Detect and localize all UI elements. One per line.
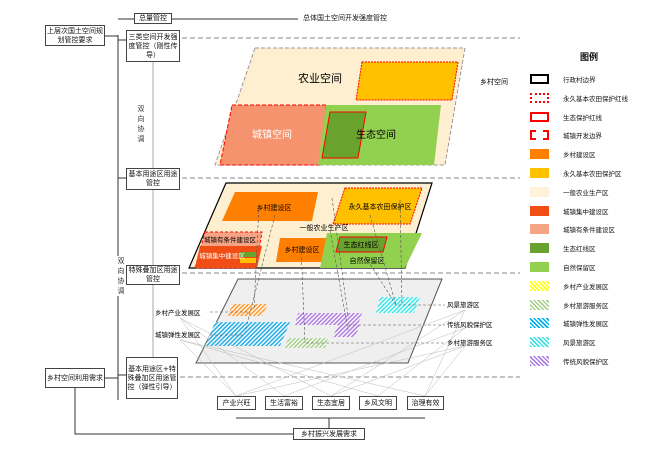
goal-box: 产业兴旺 — [217, 396, 256, 410]
legend-label: 传统风貌保护区 — [563, 358, 609, 366]
legend-swatch — [530, 111, 549, 122]
svg-text:乡村产业发展区: 乡村产业发展区 — [155, 308, 201, 317]
combined-control-box: 基本用途区+特殊叠加区用途管控（弹性引导） — [126, 357, 178, 399]
legend-label: 乡村旅游服务区 — [563, 301, 609, 310]
legend-item: 永久基本农田保护区 — [530, 168, 622, 178]
legend-label: 风景旅游区 — [563, 339, 596, 348]
legend-swatch — [530, 168, 549, 178]
legend-swatch — [530, 280, 549, 291]
legend-label: 自然保留区 — [563, 264, 596, 272]
legend-item: 城镇有条件建设区 — [530, 224, 615, 235]
svg-text:风景旅游区: 风景旅游区 — [447, 300, 480, 309]
legend-swatch — [530, 224, 549, 235]
svg-text:传统风貌保护区: 传统风貌保护区 — [447, 320, 493, 329]
svg-text:乡村建设区: 乡村建设区 — [257, 203, 292, 212]
svg-text:乡村旅游服务区: 乡村旅游服务区 — [447, 338, 493, 347]
svg-text:永久基本农田保护区: 永久基本农田保护区 — [349, 202, 412, 211]
legend-label: 一般农业生产区 — [563, 188, 609, 197]
legend-label: 乡村建设区 — [563, 151, 596, 160]
legend-item: 乡村旅游服务区 — [530, 299, 609, 310]
legend-swatch — [530, 186, 549, 197]
basic-use-box: 基本用途区用途管控 — [126, 168, 180, 190]
coord-label-2: 双向协调 — [117, 256, 125, 296]
legend-swatch — [530, 74, 549, 84]
legend-label: 城镇开发边界 — [563, 132, 602, 141]
svg-text:农业空间: 农业空间 — [298, 71, 342, 85]
legend-item: 生态红线区 — [530, 243, 596, 254]
legend-item: 风景旅游区 — [530, 337, 596, 348]
legend-swatch — [530, 262, 549, 272]
legend-item: 城镇开发边界 — [530, 130, 602, 141]
legend-item: 自然保留区 — [530, 262, 596, 272]
svg-text:生态空间: 生态空间 — [356, 128, 396, 141]
svg-text:自然保留区: 自然保留区 — [350, 256, 385, 265]
legend-label: 城镇有条件建设区 — [563, 226, 615, 235]
svg-text:城镇集中建设区: 城镇集中建设区 — [199, 251, 245, 260]
goal-box: 乡风文明 — [359, 396, 397, 410]
legend-swatch — [530, 243, 549, 254]
revival-demand-box: 乡村振兴发展需求 — [293, 428, 365, 440]
legend-label: 城镇弹性发展区 — [563, 320, 609, 329]
legend-title: 图例 — [580, 53, 599, 63]
legend-swatch — [530, 92, 549, 103]
coord-label-1: 双向协调 — [137, 105, 145, 143]
special-overlay-box: 特殊叠加区用途管控 — [126, 265, 180, 285]
legend-item: 永久基本农田保护红线 — [530, 92, 628, 103]
goal-box: 治理有效 — [407, 396, 444, 410]
legend-item: 城镇弹性发展区 — [530, 318, 609, 329]
legend-swatch — [530, 337, 549, 348]
legend-swatch — [530, 205, 549, 216]
legend-label: 永久基本农田保护区 — [563, 170, 622, 178]
rural-demand-box: 乡村空间利用需求 — [45, 368, 105, 388]
legend-swatch — [530, 318, 549, 329]
overall-intensity-label: 总体国土空间开发强度管控 — [298, 13, 392, 24]
legend-label: 行政村边界 — [563, 76, 596, 84]
legend-swatch — [530, 130, 549, 141]
svg-text:乡村空间: 乡村空间 — [480, 77, 508, 86]
goal-box: 生活富裕 — [265, 396, 303, 410]
legend-label: 城镇集中建设区 — [563, 207, 609, 216]
legend-label: 生态红线区 — [563, 245, 596, 254]
upper-requirement-box: 上层次国土空间规划管控要求 — [45, 25, 105, 46]
legend-swatch — [530, 356, 549, 366]
legend-label: 永久基本农田保护红线 — [563, 94, 628, 103]
legend-item: 城镇集中建设区 — [530, 205, 609, 216]
svg-text:城镇弹性发展区: 城镇弹性发展区 — [155, 330, 201, 339]
legend-label: 乡村产业发展区 — [563, 282, 609, 291]
legend-item: 一般农业生产区 — [530, 186, 609, 197]
goal-box: 生态宜居 — [312, 396, 350, 410]
legend-label: 生态保护红线 — [563, 113, 602, 122]
legend-swatch — [530, 299, 549, 310]
legend-item: 行政村边界 — [530, 74, 596, 84]
legend-swatch — [530, 149, 549, 160]
total-control-box: 总量管控 — [134, 13, 172, 24]
three-space-box: 三类空间开发强度管控（刚性传导） — [126, 30, 180, 62]
svg-text:城镇有条件建设区: 城镇有条件建设区 — [204, 235, 257, 244]
legend-item: 乡村产业发展区 — [530, 280, 609, 291]
svg-text:生态红线区: 生态红线区 — [344, 240, 379, 249]
svg-text:城镇空间: 城镇空间 — [252, 128, 292, 141]
legend-item: 生态保护红线 — [530, 111, 602, 122]
svg-text:一般农业生产区: 一般农业生产区 — [300, 223, 349, 232]
legend-item: 传统风貌保护区 — [530, 356, 609, 366]
legend-item: 乡村建设区 — [530, 149, 596, 160]
svg-text:乡村建设区: 乡村建设区 — [285, 245, 320, 254]
